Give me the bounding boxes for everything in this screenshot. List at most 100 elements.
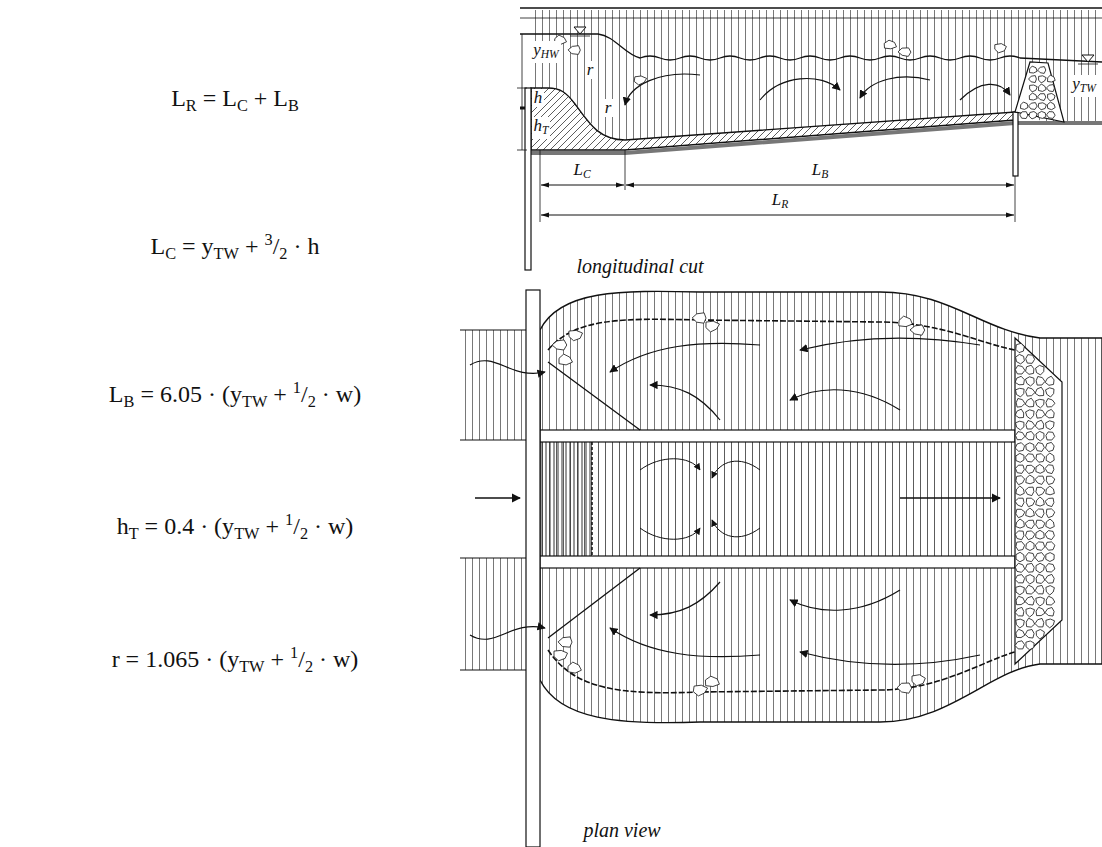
subscript: B	[821, 169, 828, 182]
drawing-part	[540, 430, 1015, 442]
drawing-part	[1035, 420, 1043, 429]
drawing-part	[1038, 103, 1046, 110]
drawing-part	[1029, 103, 1038, 110]
drawing-part	[1016, 486, 1024, 495]
formula: LR = LC + LB	[171, 85, 299, 115]
subscript: R	[781, 199, 788, 212]
drawing-part	[548, 568, 640, 638]
subscript: R	[186, 96, 197, 115]
drawing-part	[1036, 607, 1045, 615]
plan-view	[460, 290, 1102, 847]
drawing-part	[1015, 62, 1064, 122]
dimension-label: LC	[571, 161, 592, 182]
view-caption: plan view	[581, 819, 662, 841]
drawing-part	[540, 150, 541, 222]
longitudinal-cut	[517, 8, 1102, 270]
drawing-part	[520, 34, 1102, 62]
drawing-part	[1015, 343, 1055, 650]
drawing-part	[650, 385, 720, 420]
subscript: TW	[1080, 83, 1096, 96]
drawing-part	[1046, 619, 1055, 628]
drawing-part	[1045, 409, 1054, 418]
drawing-part	[1039, 76, 1047, 83]
drawing-part	[1035, 553, 1044, 562]
drawing-part	[568, 662, 582, 673]
drawing-part	[860, 77, 930, 98]
superscript: 3	[265, 230, 273, 249]
dimension-label: h	[532, 89, 545, 108]
drawing-part	[1038, 111, 1046, 118]
formula: hT = 0.4 · (yTW + 1/2 · w)	[117, 511, 354, 543]
drawing-part	[475, 497, 520, 498]
subscript: TW	[239, 657, 264, 676]
subscript: TW	[242, 392, 267, 411]
drawing-part	[1036, 563, 1044, 573]
drawing-part	[1026, 553, 1035, 562]
dimension-label: r	[603, 99, 614, 118]
drawing-part	[548, 362, 640, 430]
formula: LC = yTW + 3/2 · h	[150, 231, 319, 263]
drawing-part	[1025, 520, 1034, 528]
formula: r = 1.065 · (yTW + 1/2 · w)	[112, 644, 359, 676]
drawing-part	[540, 442, 592, 556]
drawing-part	[1015, 607, 1024, 616]
drawing-part	[1036, 630, 1044, 640]
drawing-part	[1026, 443, 1035, 452]
subscript: C	[165, 244, 176, 263]
drawing-part	[1013, 112, 1018, 176]
drawing-part	[525, 88, 531, 270]
drawing-part	[540, 442, 1015, 556]
subscript: C	[237, 96, 248, 115]
drawing-part	[1046, 486, 1055, 495]
drawing-part	[706, 321, 720, 332]
drawing-part	[625, 74, 700, 105]
drawing-part	[1026, 475, 1034, 484]
drawing-part	[790, 590, 900, 610]
drawing-part	[517, 88, 527, 89]
drawing-part	[1016, 509, 1025, 517]
drawing-part	[1015, 563, 1024, 572]
drawing-part	[1030, 85, 1038, 92]
drawing-part	[1045, 465, 1054, 474]
drawing-part	[1046, 442, 1055, 451]
drawing-part	[548, 319, 1015, 350]
drawing-part	[470, 627, 545, 640]
drawing-part	[1036, 431, 1044, 441]
dimension-label: hT	[532, 117, 551, 138]
drawing-part	[1015, 641, 1024, 649]
drawing-part	[460, 330, 526, 670]
drawing-part	[1016, 399, 1025, 408]
drawing-part	[1046, 432, 1055, 440]
drawing-part	[558, 637, 572, 647]
drawing-part	[1016, 586, 1025, 595]
drawing-part	[1025, 596, 1034, 605]
drawing-part	[1029, 93, 1037, 100]
drawing-part	[1030, 66, 1038, 73]
drawing-part	[1026, 585, 1035, 594]
drawing-part	[1048, 75, 1056, 82]
drawing-part	[1015, 176, 1016, 222]
subscript: TW	[234, 524, 259, 543]
subscript: B	[124, 392, 135, 411]
drawing-part	[1035, 585, 1044, 594]
drawing-part	[1016, 388, 1025, 397]
drawing-part	[540, 291, 1102, 722]
superscript: 1	[285, 510, 293, 529]
drawing-part	[1016, 552, 1024, 562]
drawing-part	[1046, 596, 1055, 605]
drawing-part	[1046, 453, 1054, 463]
drawing-part	[570, 36, 590, 37]
drawing-part	[1016, 354, 1025, 364]
drawing-part	[552, 340, 567, 350]
drawing-part	[1026, 498, 1035, 507]
drawing-part	[559, 354, 573, 365]
drawing-part	[1047, 85, 1055, 92]
drawing-part	[1016, 465, 1025, 473]
drawing-part	[1016, 596, 1025, 604]
subscript: 2	[305, 657, 313, 676]
drawing-part	[1046, 519, 1055, 528]
drawing-part	[800, 338, 980, 350]
drawing-part	[1038, 67, 1046, 74]
drawing-part	[1026, 541, 1034, 550]
drawing-part	[1035, 476, 1044, 484]
